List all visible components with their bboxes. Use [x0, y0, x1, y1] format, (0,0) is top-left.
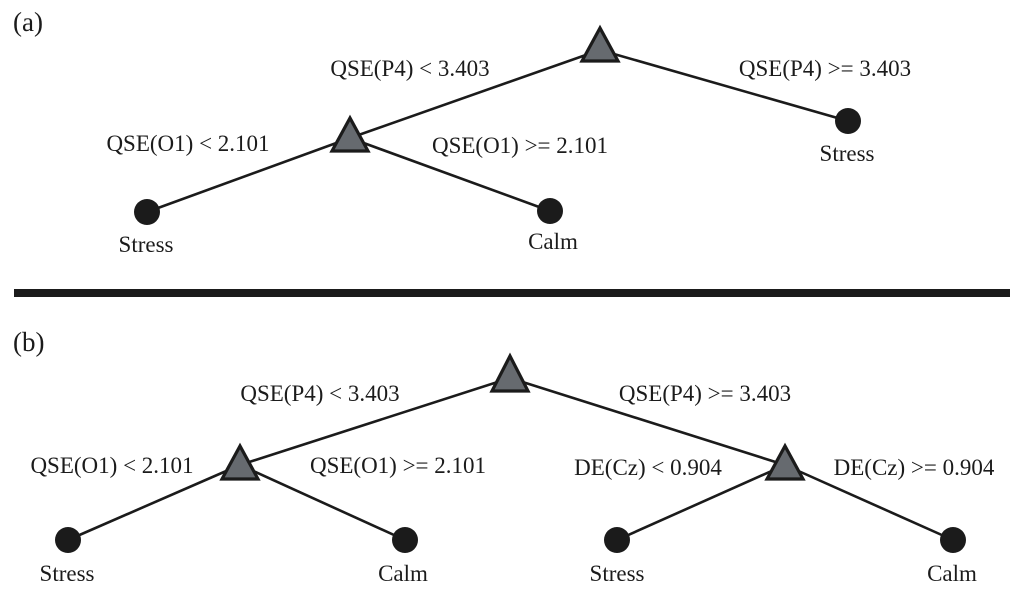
edge-label-b-node1-right: QSE(O1) >= 2.101 — [309, 453, 487, 478]
edge-a-node1-left — [146, 136, 351, 214]
leaf-node-b-far-right-icon — [940, 527, 966, 553]
edge-b-node2-right — [784, 463, 954, 542]
edge-b-node2-left — [616, 463, 786, 542]
decision-node-a-node1-icon — [329, 114, 371, 153]
leaf-node-b-mid-right-icon — [604, 527, 630, 553]
leaf-node-b-far-left-icon — [55, 527, 81, 553]
leaf-label-b-mid-left: Calm — [378, 561, 428, 586]
panel-b-label: (b) — [13, 327, 45, 357]
edge-b-root-right — [509, 376, 786, 467]
decision-node-b-root-icon — [489, 352, 531, 393]
edge-b-node1-right — [239, 463, 406, 542]
edge-label-a-node1-right: QSE(O1) >= 2.101 — [431, 133, 609, 158]
edge-b-node1-left — [67, 463, 241, 542]
leaf-node-a-right-icon — [835, 108, 861, 134]
panel-divider — [14, 289, 1010, 297]
edge-a-root-right — [599, 48, 849, 123]
decision-node-b-node1-icon — [219, 442, 261, 481]
edge-label-b-root-right: QSE(P4) >= 3.403 — [618, 381, 792, 406]
leaf-label-b-far-right: Calm — [927, 561, 977, 586]
edge-label-a-node1-left: QSE(O1) < 2.101 — [106, 131, 270, 156]
decision-node-b-node2-icon — [764, 442, 806, 481]
leaf-label-b-far-left: Stress — [39, 561, 95, 586]
leaf-label-a-middle: Calm — [528, 229, 578, 254]
panel-a-label: (a) — [13, 7, 43, 37]
leaf-node-a-middle-icon — [537, 198, 563, 224]
edge-a-node1-right — [349, 136, 551, 213]
decision-node-a-root-icon — [579, 24, 621, 63]
leaf-label-a-right: Stress — [819, 141, 875, 166]
leaf-node-a-left-icon — [134, 199, 160, 225]
edge-label-b-node2-left: DE(Cz) < 0.904 — [574, 455, 722, 480]
leaf-label-b-mid-right: Stress — [589, 561, 645, 586]
edge-b-root-left — [239, 376, 511, 467]
edge-a-root-left — [349, 48, 601, 140]
edge-label-b-node1-left: QSE(O1) < 2.101 — [30, 453, 194, 478]
leaf-node-b-mid-left-icon — [392, 527, 418, 553]
edge-label-b-root-left: QSE(P4) < 3.403 — [240, 381, 400, 406]
leaf-label-a-left: Stress — [118, 232, 174, 257]
edge-label-b-node2-right: DE(Cz) >= 0.904 — [833, 455, 995, 480]
edge-label-a-root-left: QSE(P4) < 3.403 — [330, 56, 490, 81]
edge-label-a-root-right: QSE(P4) >= 3.403 — [738, 56, 912, 81]
